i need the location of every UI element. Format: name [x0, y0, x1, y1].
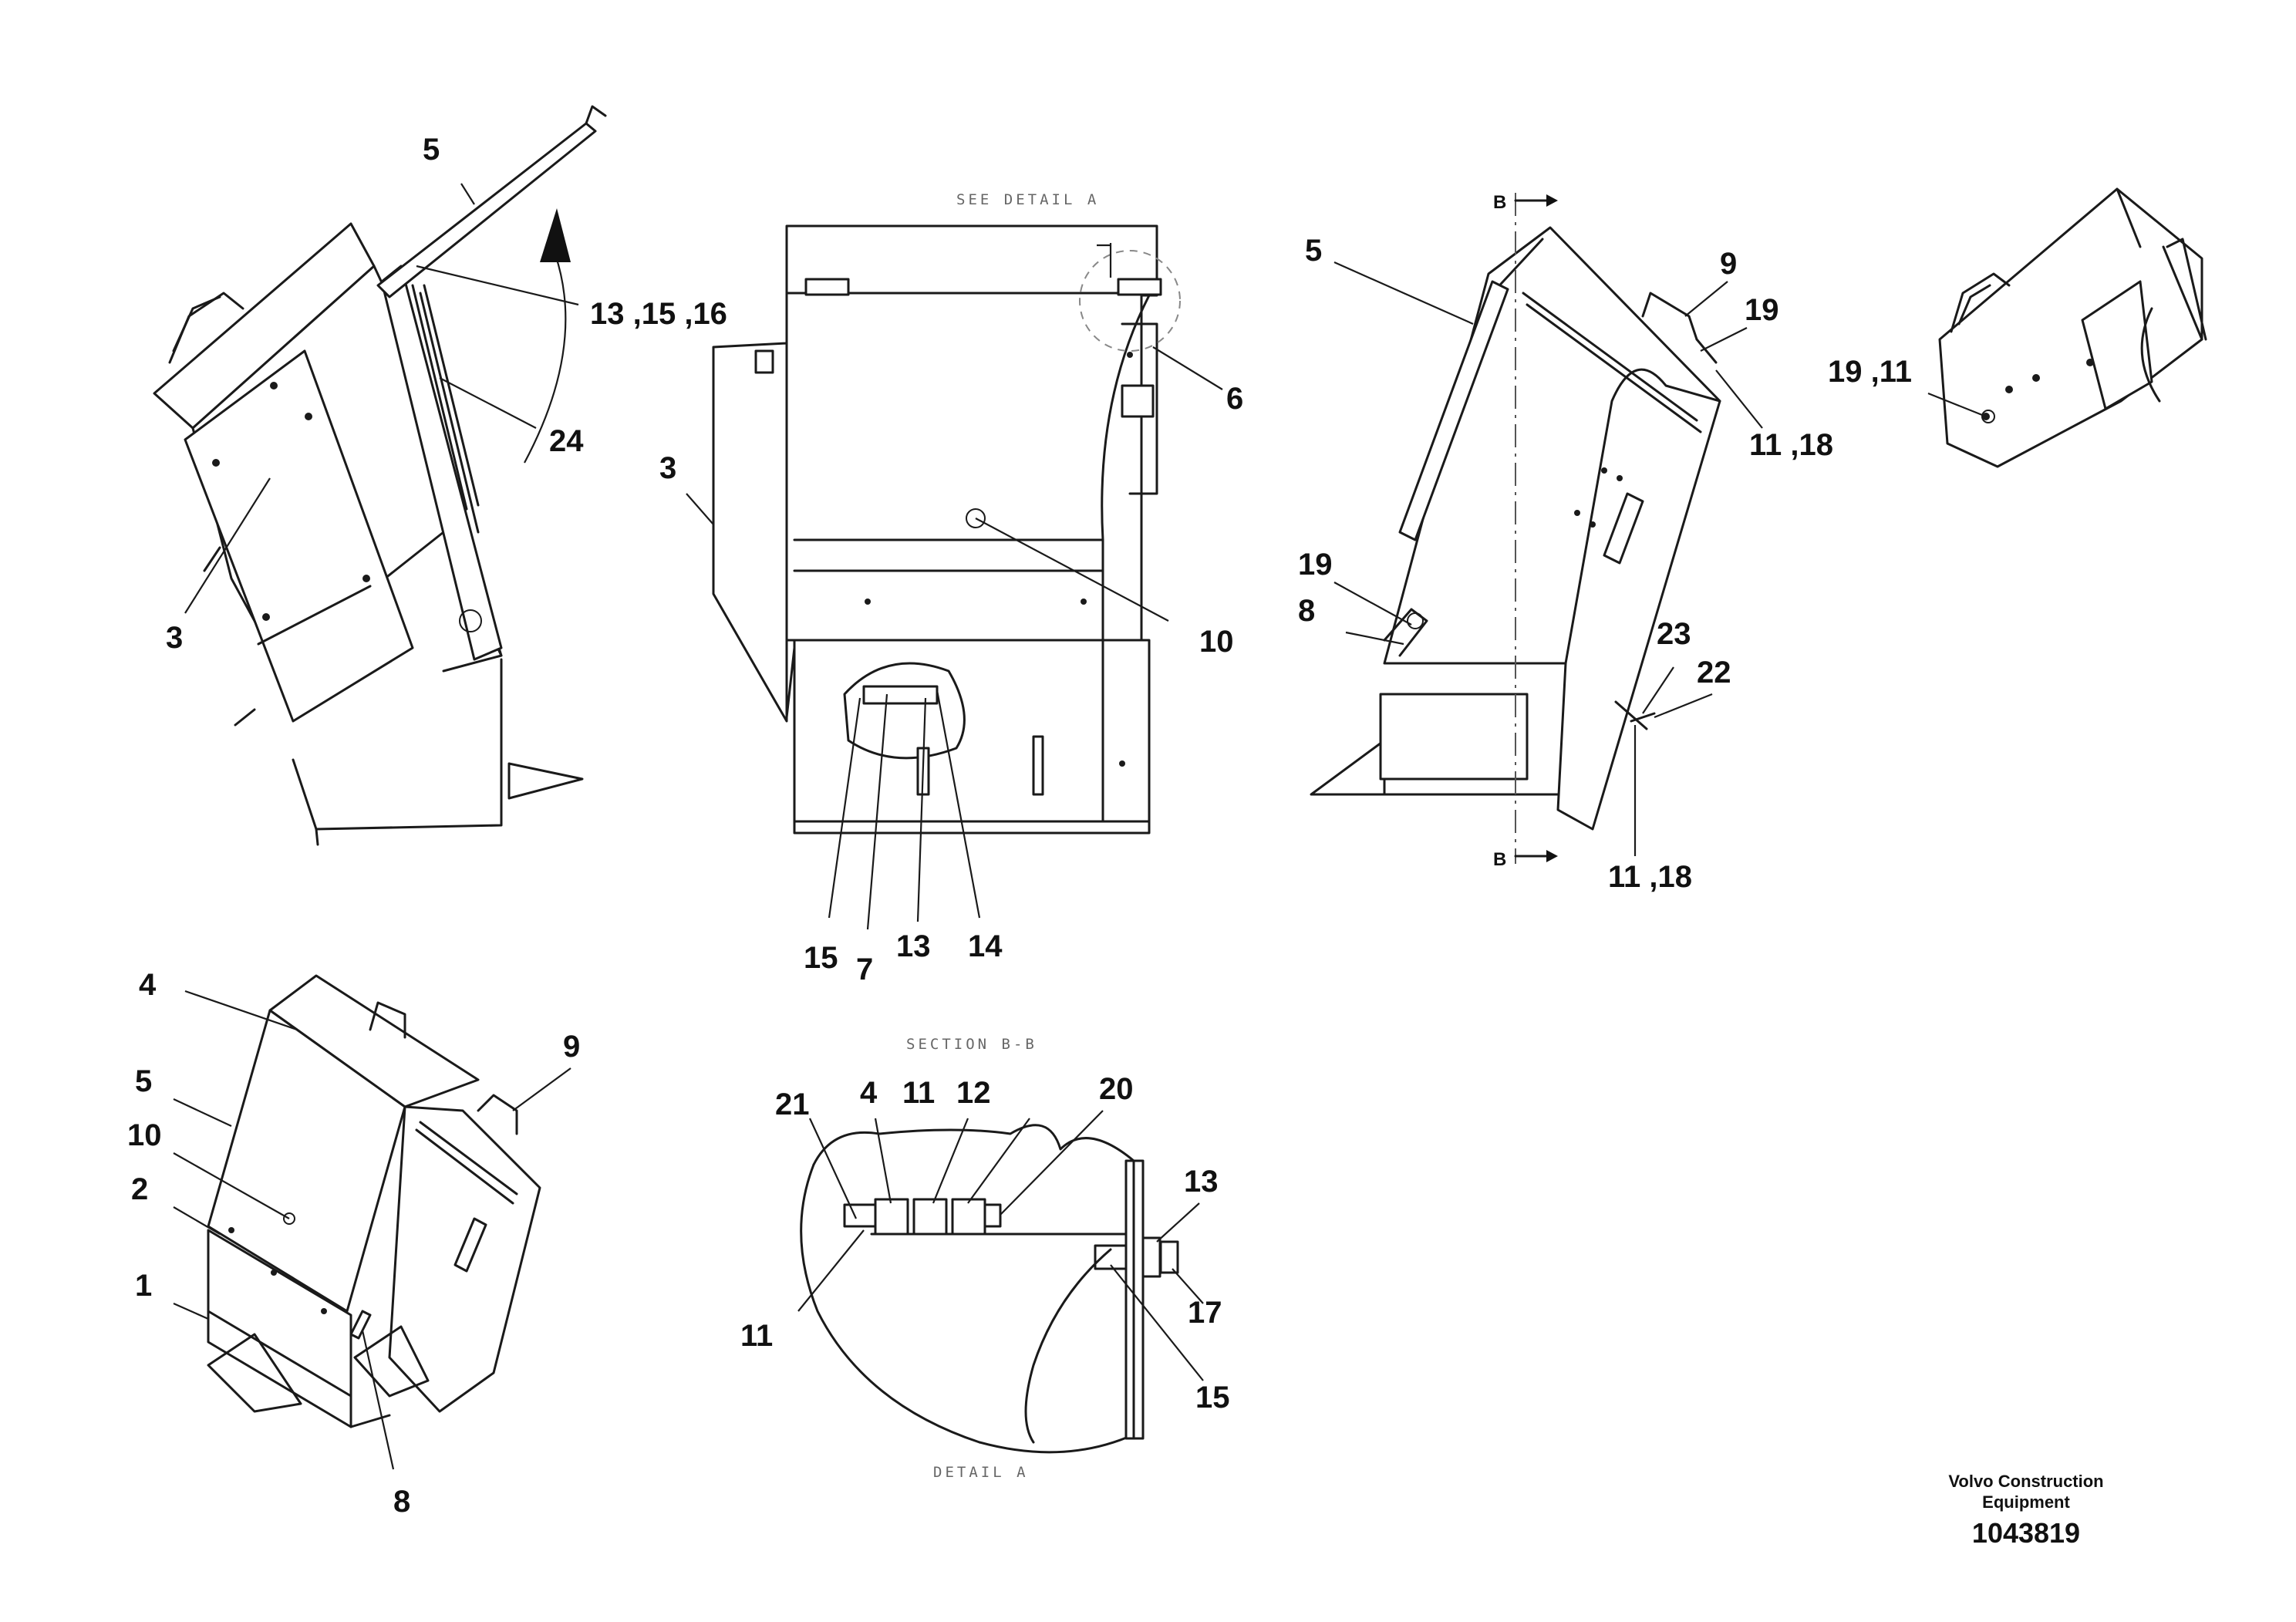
callout-v6-12: 12	[956, 1076, 991, 1110]
view-isometric-closed: 4 5 10 2 1 9 8	[127, 968, 580, 1519]
callout-v3-23: 23	[1657, 617, 1691, 651]
callout-v2-14: 14	[968, 929, 1003, 963]
callout-v5-4: 4	[139, 968, 157, 1002]
callout-v2-13: 13	[896, 929, 931, 963]
callout-v5-2: 2	[131, 1172, 148, 1206]
view-side: B B 5 9 19 11 ,18 19 8 23 22 11 ,18	[1298, 192, 1833, 894]
callout-v3-22: 22	[1697, 656, 1731, 690]
callout-v5-10: 10	[127, 1118, 162, 1152]
callout-v6-13: 13	[1184, 1165, 1219, 1199]
callout-v5-1: 1	[135, 1269, 152, 1303]
document-number: 1043819	[1972, 1517, 2080, 1549]
callout-v1-13-15-16: 13 ,15 ,16	[590, 297, 727, 331]
callout-v1-3: 3	[166, 621, 183, 655]
section-title: SECTION B-B	[906, 1036, 1037, 1053]
callout-v3-9: 9	[1720, 247, 1737, 281]
callout-v6-21: 21	[775, 1088, 810, 1121]
callout-v6-17: 17	[1188, 1296, 1222, 1330]
callout-v3-11-18-bottom: 11 ,18	[1608, 860, 1692, 894]
callout-v5-9: 9	[563, 1030, 580, 1064]
section-mark-b-top: B	[1493, 192, 1506, 213]
callout-v1-5: 5	[423, 133, 440, 167]
callout-v2-6: 6	[1226, 382, 1243, 416]
callout-v3-19-top: 19	[1745, 293, 1779, 327]
callout-v4-19-11: 19 ,11	[1828, 355, 1912, 389]
callout-v6-11-bottom: 11	[740, 1319, 773, 1353]
callout-v6-11-top: 11	[902, 1076, 935, 1110]
callout-v6-15: 15	[1195, 1381, 1230, 1415]
callout-v5-8: 8	[393, 1485, 410, 1519]
company-name-line1: Volvo Construction	[1948, 1472, 2103, 1491]
callout-v2-3: 3	[659, 451, 676, 485]
company-name-line2: Equipment	[1982, 1492, 2070, 1512]
view-small-detail: 19 ,11	[1828, 187, 2207, 468]
callout-v6-4: 4	[860, 1076, 878, 1110]
title-block: Volvo Construction Equipment 1043819	[1948, 1472, 2103, 1549]
view-isometric-lid-open: 5 13 ,15 ,16 24 3	[153, 105, 727, 846]
view-section-detail: SECTION B-B 21 4 11 12 20	[740, 1036, 1230, 1481]
callout-v1-24: 24	[549, 424, 584, 458]
callout-v3-5: 5	[1305, 234, 1322, 268]
callout-v2-15: 15	[804, 941, 838, 975]
callout-v2-10: 10	[1199, 625, 1234, 659]
callout-v2-7: 7	[856, 953, 873, 986]
callout-v3-8: 8	[1298, 594, 1315, 628]
section-mark-b-bottom: B	[1493, 849, 1506, 870]
detail-title: DETAIL A	[933, 1464, 1029, 1481]
callout-v3-11-18-top: 11 ,18	[1749, 428, 1833, 462]
callout-v6-20: 20	[1099, 1072, 1134, 1106]
callout-v3-19-mid: 19	[1298, 548, 1333, 582]
view-front: SEE DETAIL A 6 3 10 15 7 13 14	[659, 191, 1243, 986]
callout-v5-5: 5	[135, 1064, 152, 1098]
callout-see-detail-a: SEE DETAIL A	[956, 191, 1099, 208]
